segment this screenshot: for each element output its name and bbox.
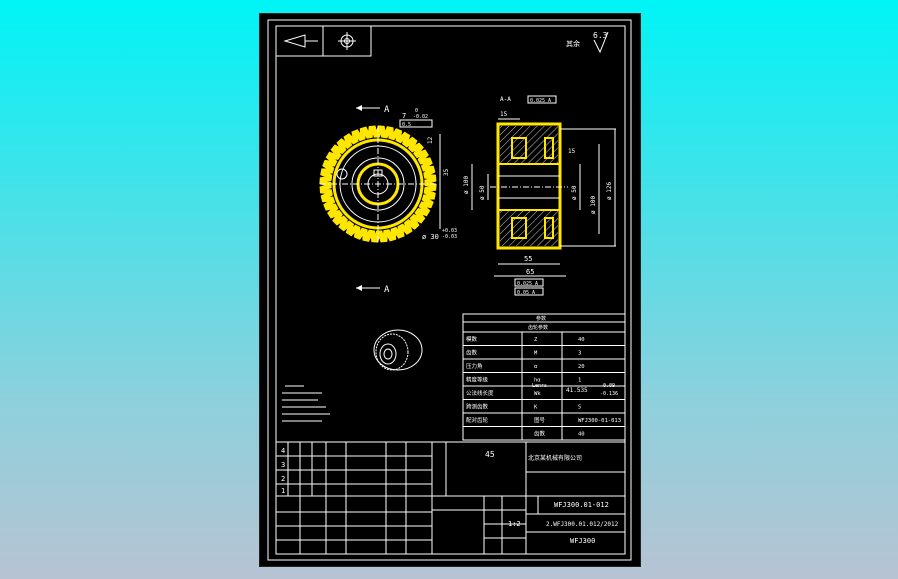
- title-block: [275, 441, 626, 555]
- roughness-value: 6.3: [593, 31, 608, 40]
- dim-d126: ø 126: [606, 182, 613, 200]
- svg-text:0.5: 0.5: [402, 122, 411, 128]
- gear-3d-thumbnail: [373, 329, 423, 371]
- wk-lower: -0.136: [600, 391, 618, 397]
- tol-frame-3: 0.05 A: [517, 290, 535, 296]
- dim-width-65: 65: [526, 268, 534, 276]
- roughness-note: 其余: [566, 39, 580, 48]
- param-val-6: WFJ300-01-013: [578, 418, 621, 424]
- dim-keyway-width: 7: [402, 112, 406, 120]
- scale-value: 1:2: [508, 520, 521, 528]
- dim-width-15b: 15: [568, 148, 576, 155]
- outer-frame: [267, 19, 632, 561]
- svg-text:0: 0: [415, 108, 418, 114]
- param-sym-2: α: [534, 364, 538, 370]
- section-label-top: A: [384, 105, 390, 115]
- cone-symbol-icon: [283, 34, 306, 48]
- gear-parameter-table: 参数 齿轮参数 模数 Z 40 齿数 M 3 压力角 α 20 精度等级 hα 1 公法线长度 Wk 跨测齿…: [462, 313, 626, 441]
- section-arrow-top-icon: [356, 105, 362, 111]
- revision-row-1: 1: [281, 487, 285, 495]
- param-name-4: 公法线长度: [466, 389, 494, 397]
- wk-sym2: Lenrs: [532, 383, 547, 389]
- tol-frame-2: 0.025 A: [517, 281, 538, 287]
- wk-value: 41.535: [566, 387, 588, 394]
- detail-marker-icon: [336, 168, 348, 180]
- param-name-3: 精度等级: [466, 375, 489, 383]
- param-name-5: 跨测齿数: [466, 402, 489, 410]
- param-sym-1: M: [534, 350, 538, 356]
- drawing-number: 2.WFJ300.01.012/2012: [546, 521, 619, 528]
- section-outline: [496, 122, 562, 250]
- gear-section-view: [490, 122, 568, 250]
- param-name-0: 模数: [466, 335, 478, 343]
- revision-row-4: 4: [281, 447, 285, 455]
- param-table-header-1: 参数: [536, 315, 546, 322]
- dim-d100-left: ø 100: [463, 176, 470, 194]
- param-val-7: 40: [578, 431, 585, 437]
- svg-text:-0.02: -0.02: [413, 114, 428, 120]
- svg-text:+0.03: +0.03: [442, 228, 457, 234]
- company-name: 北京某机械有限公司: [528, 454, 582, 462]
- revision-row-3: 3: [281, 461, 285, 469]
- section-label-bottom: A: [384, 285, 390, 295]
- svg-text:-0.03: -0.03: [442, 234, 457, 240]
- param-sym-5: K: [534, 404, 538, 410]
- param-name-1: 齿数: [466, 348, 478, 356]
- cad-drawing: 其余 6.3 A A 7 0 -0.02 0.5 12 35 ø 30 +0.0…: [267, 19, 632, 561]
- param-sym-7: 齿数: [534, 429, 546, 437]
- param-sym-0: Z: [534, 337, 538, 343]
- technical-notes: [282, 385, 330, 422]
- dim-keyway-height: 12: [427, 136, 434, 144]
- part-number: WFJ300.01-012: [554, 501, 609, 509]
- param-val-0: 40: [578, 337, 585, 343]
- section-arrow-bottom-icon: [356, 285, 362, 291]
- drawing-sheet: 其余 6.3 A A 7 0 -0.02 0.5 12 35 ø 30 +0.0…: [259, 13, 641, 567]
- roughness-icon: [593, 31, 609, 54]
- material-value: 45: [485, 450, 495, 459]
- tol-frame-1: 0.025 A: [530, 98, 551, 104]
- param-sym-4: Wk: [534, 391, 541, 397]
- inner-frame: [275, 25, 626, 555]
- revision-row-2: 2: [281, 475, 285, 483]
- dim-bore: ø 30: [422, 233, 439, 241]
- param-sym-3: hα: [534, 377, 541, 383]
- dim-35: 35: [443, 168, 450, 176]
- param-val-1: 3: [578, 350, 581, 356]
- dim-d50-right: ø 50: [571, 185, 578, 200]
- assembly-name: WFJ300: [570, 537, 595, 545]
- wk-upper: -0.09: [600, 383, 615, 389]
- param-val-5: 5: [578, 404, 581, 410]
- param-val-2: 20: [578, 364, 585, 370]
- dim-d100-right: ø 100: [590, 196, 597, 214]
- gear-front-view: [319, 125, 437, 243]
- param-name-2: 压力角: [466, 362, 483, 370]
- dim-d50-left: ø 50: [479, 185, 486, 200]
- param-table-header-2: 齿轮参数: [528, 324, 548, 331]
- dim-width-55: 55: [524, 255, 532, 263]
- param-sym-6: 图号: [534, 416, 546, 424]
- section-view-title: A-A: [500, 96, 511, 103]
- param-name-6: 配对齿轮: [466, 416, 489, 424]
- gear-hub-circle: [351, 157, 405, 211]
- dim-width-15a: 15: [500, 111, 508, 118]
- param-val-3: 1: [578, 377, 581, 383]
